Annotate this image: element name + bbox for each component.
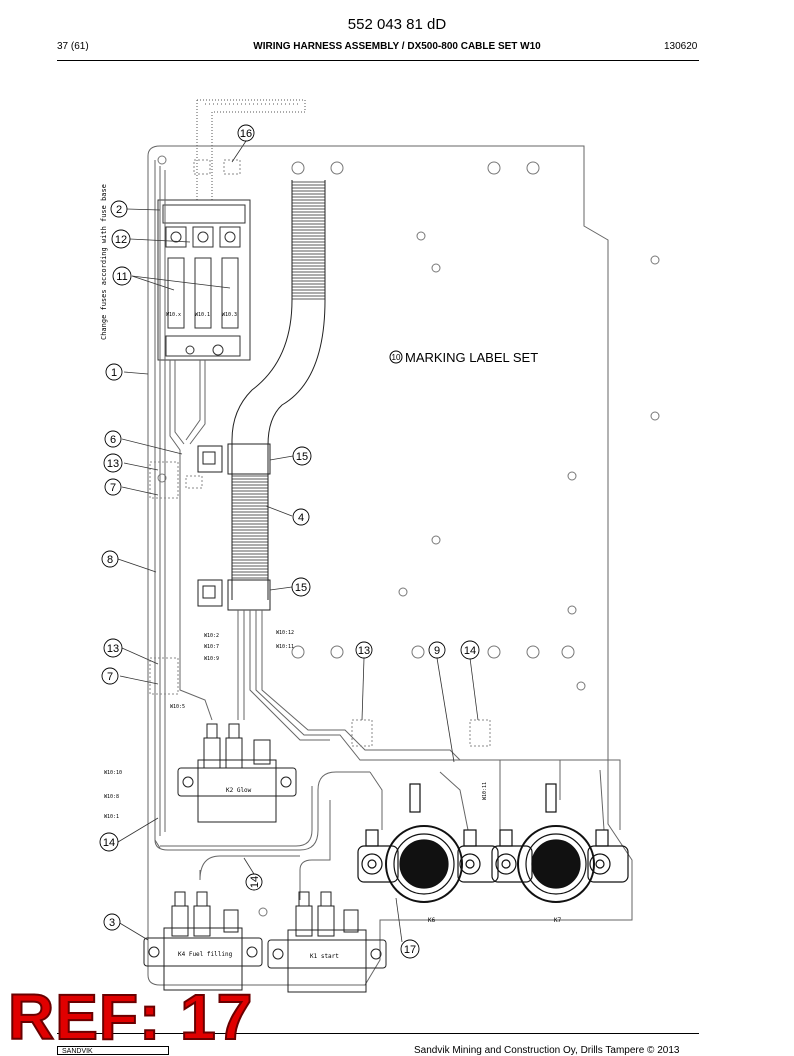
footer-logo: SANDVIK <box>57 1046 169 1055</box>
relay-k2-label: K2 Glow <box>226 787 252 794</box>
fuse-label-1: W10.x <box>166 312 181 318</box>
svg-text:15: 15 <box>296 451 308 463</box>
svg-text:2: 2 <box>116 204 122 216</box>
svg-text:8: 8 <box>107 554 113 566</box>
page-title: WIRING HARNESS ASSEMBLY / DX500-800 CABL… <box>253 41 541 52</box>
svg-text:4: 4 <box>298 512 304 524</box>
svg-text:17: 17 <box>404 944 416 956</box>
svg-text:7: 7 <box>110 482 116 494</box>
callout-numbers: 16 2 12 11 1 6 13 7 8 13 7 14 3 15 4 15 … <box>103 128 476 956</box>
footer-rule <box>57 1033 699 1034</box>
svg-text:15: 15 <box>295 582 307 594</box>
fuse-note: Change fuses according with fuse base <box>100 184 108 340</box>
svg-text:11: 11 <box>116 271 127 283</box>
svg-text:13: 13 <box>107 643 119 655</box>
fuse-label-3: W10.3 <box>222 312 237 318</box>
wire-harness <box>154 160 621 900</box>
relay-k2 <box>177 723 297 823</box>
wire-label: W10:5 <box>170 704 185 710</box>
marking-label: MARKING LABEL SET <box>405 350 538 365</box>
connector-k7-label: K7 <box>554 917 562 924</box>
svg-text:12: 12 <box>115 234 127 246</box>
wire-label: W10:11 <box>482 782 488 800</box>
fuse-label-2: W10.1 <box>195 312 210 318</box>
callouts <box>99 124 480 959</box>
connector-k6 <box>357 783 499 903</box>
plate-holes <box>157 155 660 917</box>
reference-stamp: REF: 17 <box>7 981 254 1053</box>
connector-k6-label: K6 <box>428 917 436 924</box>
wire-label: W10:7 <box>204 644 219 650</box>
svg-text:13: 13 <box>358 645 370 657</box>
mounting-plate <box>147 145 633 986</box>
svg-text:14: 14 <box>464 645 476 657</box>
cable-entry <box>196 99 306 200</box>
wire-label: W10:12 <box>276 630 294 636</box>
corrugated-conduit <box>231 180 326 600</box>
svg-text:3: 3 <box>109 917 115 929</box>
svg-text:6: 6 <box>110 434 116 446</box>
marking-label-callout <box>389 350 403 364</box>
wire-label: W10:1 <box>104 814 119 820</box>
wire-label: W10:8 <box>104 794 119 800</box>
svg-text:13: 13 <box>107 458 119 470</box>
svg-text:14: 14 <box>249 876 261 888</box>
svg-text:14: 14 <box>103 837 115 849</box>
wire-label: W10:9 <box>204 656 219 662</box>
footer-copyright: Sandvik Mining and Construction Oy, Dril… <box>414 1045 680 1056</box>
leader-lines <box>117 140 479 943</box>
document-number: 552 043 81 dD <box>347 16 447 33</box>
page-number: 37 (61) <box>57 41 89 52</box>
revision-date: 130620 <box>664 41 698 52</box>
svg-text:1: 1 <box>111 367 117 379</box>
marking-label-callout-number: 10 <box>392 353 401 362</box>
fuse-base <box>157 199 251 361</box>
wire-label: W10:11 <box>276 644 294 650</box>
relay-k4-label: K4 Fuel filling <box>178 951 233 958</box>
relay-k1-label: K1 start <box>310 953 339 960</box>
header-rule <box>57 60 699 61</box>
wire-label: W10:10 <box>104 770 122 776</box>
relay-k1 <box>267 891 387 993</box>
svg-text:16: 16 <box>240 128 252 140</box>
relay-k4 <box>143 891 263 991</box>
svg-text:7: 7 <box>107 671 113 683</box>
svg-text:9: 9 <box>434 645 440 657</box>
wire-label: W10:2 <box>204 633 219 639</box>
clamps <box>197 443 271 611</box>
connector-k7 <box>491 783 629 903</box>
